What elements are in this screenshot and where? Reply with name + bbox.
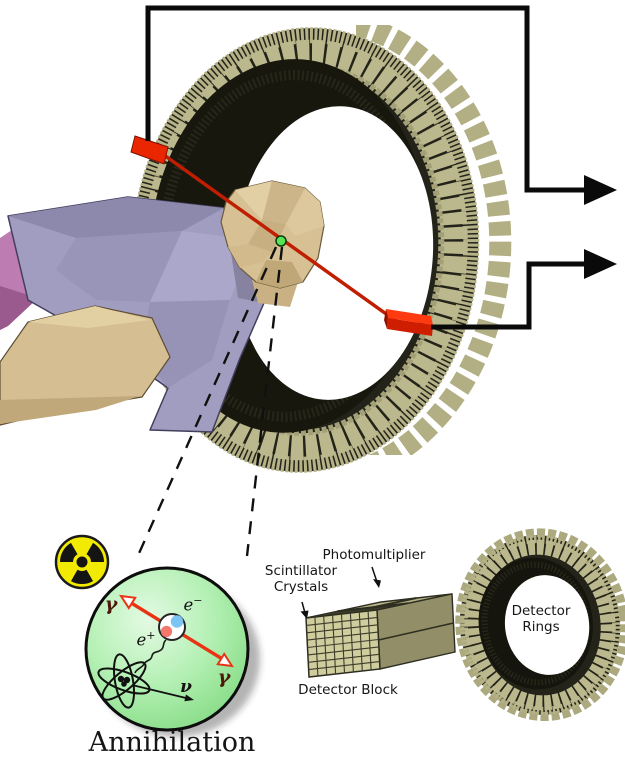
positron-symbol: e bbox=[136, 630, 147, 650]
block-top-grooves bbox=[314, 603, 400, 618]
positron-path-squiggle bbox=[134, 639, 167, 674]
positronium bbox=[158, 613, 186, 641]
gamma-label-lower: γ bbox=[217, 666, 231, 688]
detector-block-label: Detector Block bbox=[298, 682, 398, 698]
zoom-dash-right bbox=[245, 246, 284, 557]
head-facet bbox=[235, 181, 272, 220]
photomultiplier-pointer-line bbox=[371, 566, 378, 583]
radiation-blade bbox=[86, 542, 105, 562]
electron-symbol: e bbox=[183, 595, 194, 615]
signal-output-arrow-1 bbox=[584, 175, 617, 205]
atom-orbit bbox=[101, 661, 147, 701]
hit-detector-lower-right bbox=[384, 309, 433, 336]
small-ring-band bbox=[464, 539, 616, 711]
detector-rings-line1: Detector bbox=[511, 603, 571, 619]
block-front-grid-horizontal bbox=[306, 616, 380, 671]
detector-rings-figure bbox=[455, 528, 625, 722]
radiation-blade bbox=[59, 542, 78, 562]
head-facet bbox=[286, 188, 324, 236]
radiation-hub bbox=[76, 556, 88, 568]
ring-outer-blocks-right bbox=[356, 25, 512, 455]
positron-charge: + bbox=[146, 628, 156, 642]
hit-block-top bbox=[386, 309, 433, 325]
atom-orbit bbox=[112, 653, 136, 709]
patient-body bbox=[0, 196, 298, 433]
shirt-facet bbox=[8, 197, 224, 238]
block-top-pmt-line bbox=[372, 597, 417, 609]
gamma-arrowhead-upper bbox=[118, 594, 137, 610]
radiation-symbol-icon bbox=[54, 534, 110, 590]
neutrino-arrow-shaft bbox=[131, 684, 189, 700]
positron-label: e+ bbox=[137, 629, 156, 650]
atom-nucleus bbox=[117, 675, 125, 683]
neutrino-label: ν bbox=[180, 677, 192, 697]
small-ring-outer-ticks bbox=[459, 535, 621, 715]
scintillator-line1: Scintillator bbox=[264, 563, 338, 579]
gamma-label-upper: γ bbox=[104, 593, 118, 615]
photomultiplier-pointer-head bbox=[373, 579, 381, 588]
head-facet bbox=[262, 181, 305, 224]
signal-wires bbox=[145, 5, 588, 330]
atom-orbit bbox=[97, 667, 151, 695]
ring-hole bbox=[234, 106, 434, 400]
detector-rings-label: Detector Rings bbox=[512, 603, 571, 635]
arm-highlight bbox=[28, 306, 150, 328]
hit-detector-upper-left bbox=[130, 135, 169, 165]
arm-shade bbox=[0, 396, 140, 424]
atom-icon bbox=[97, 653, 151, 709]
electron-charge: − bbox=[193, 593, 203, 607]
annihilation-zoom-circle bbox=[84, 566, 260, 737]
radiation-blade bbox=[71, 569, 93, 585]
small-ring-hole bbox=[504, 575, 590, 675]
head-facet bbox=[228, 244, 272, 268]
neutrino-arrowhead bbox=[184, 694, 194, 702]
ring-band-inner-edge bbox=[165, 64, 445, 436]
hit-block-front bbox=[387, 318, 433, 336]
line-of-response bbox=[148, 143, 398, 323]
hit-block-end bbox=[384, 309, 388, 329]
photomultiplier-label: Photomultiplier bbox=[322, 547, 426, 563]
detector-block-figure bbox=[300, 566, 456, 678]
signal-wire-bottom bbox=[431, 261, 588, 330]
electron-label: e− bbox=[184, 594, 203, 615]
scintillator-crystals-label: Scintillator Crystals bbox=[265, 563, 337, 595]
zoom-cone-dashed-lines bbox=[134, 246, 284, 561]
positronium-red-particle bbox=[160, 625, 173, 638]
signal-wire-top bbox=[145, 5, 588, 193]
scintillator-line2: Crystals bbox=[273, 579, 329, 595]
small-ring-outer-blocks bbox=[455, 528, 625, 722]
zoom-dash-left bbox=[134, 246, 278, 561]
gamma-arrowhead-lower bbox=[216, 652, 235, 668]
annihilation-caption: Annihilation bbox=[88, 727, 256, 758]
signal-output-arrow-2 bbox=[584, 249, 617, 279]
shirt-facet bbox=[56, 231, 182, 302]
annihilation-point-dot bbox=[275, 235, 287, 247]
scintillator-pointer-head bbox=[300, 610, 309, 619]
positronium-blue-particle bbox=[170, 615, 184, 628]
detector-rings-line2: Rings bbox=[522, 619, 560, 635]
block-side-line bbox=[378, 622, 454, 641]
atom-nucleus bbox=[121, 681, 127, 687]
shirt-facet bbox=[150, 231, 254, 302]
head-facet bbox=[248, 220, 286, 252]
